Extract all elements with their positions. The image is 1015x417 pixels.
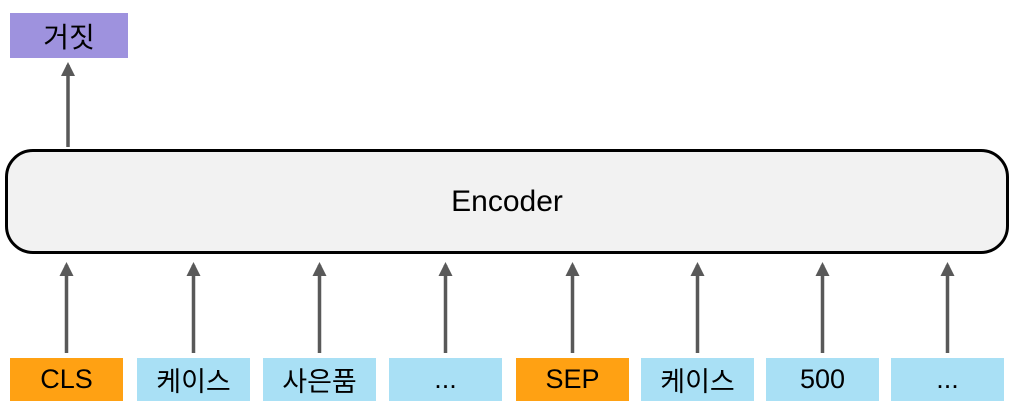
token-1: 케이스 [137,358,250,401]
token-7-ellipsis: ... [891,358,1004,401]
token-3-ellipsis: ... [389,358,502,401]
token-6: 500 [766,358,879,401]
encoder-block: Encoder [5,149,1009,254]
encoder-label: Encoder [451,184,563,218]
token-cls: CLS [10,358,123,401]
token-sep: SEP [516,358,629,401]
token-2: 사은품 [263,358,376,401]
output-label-box: 거짓 [10,13,128,58]
token-5: 케이스 [641,358,754,401]
